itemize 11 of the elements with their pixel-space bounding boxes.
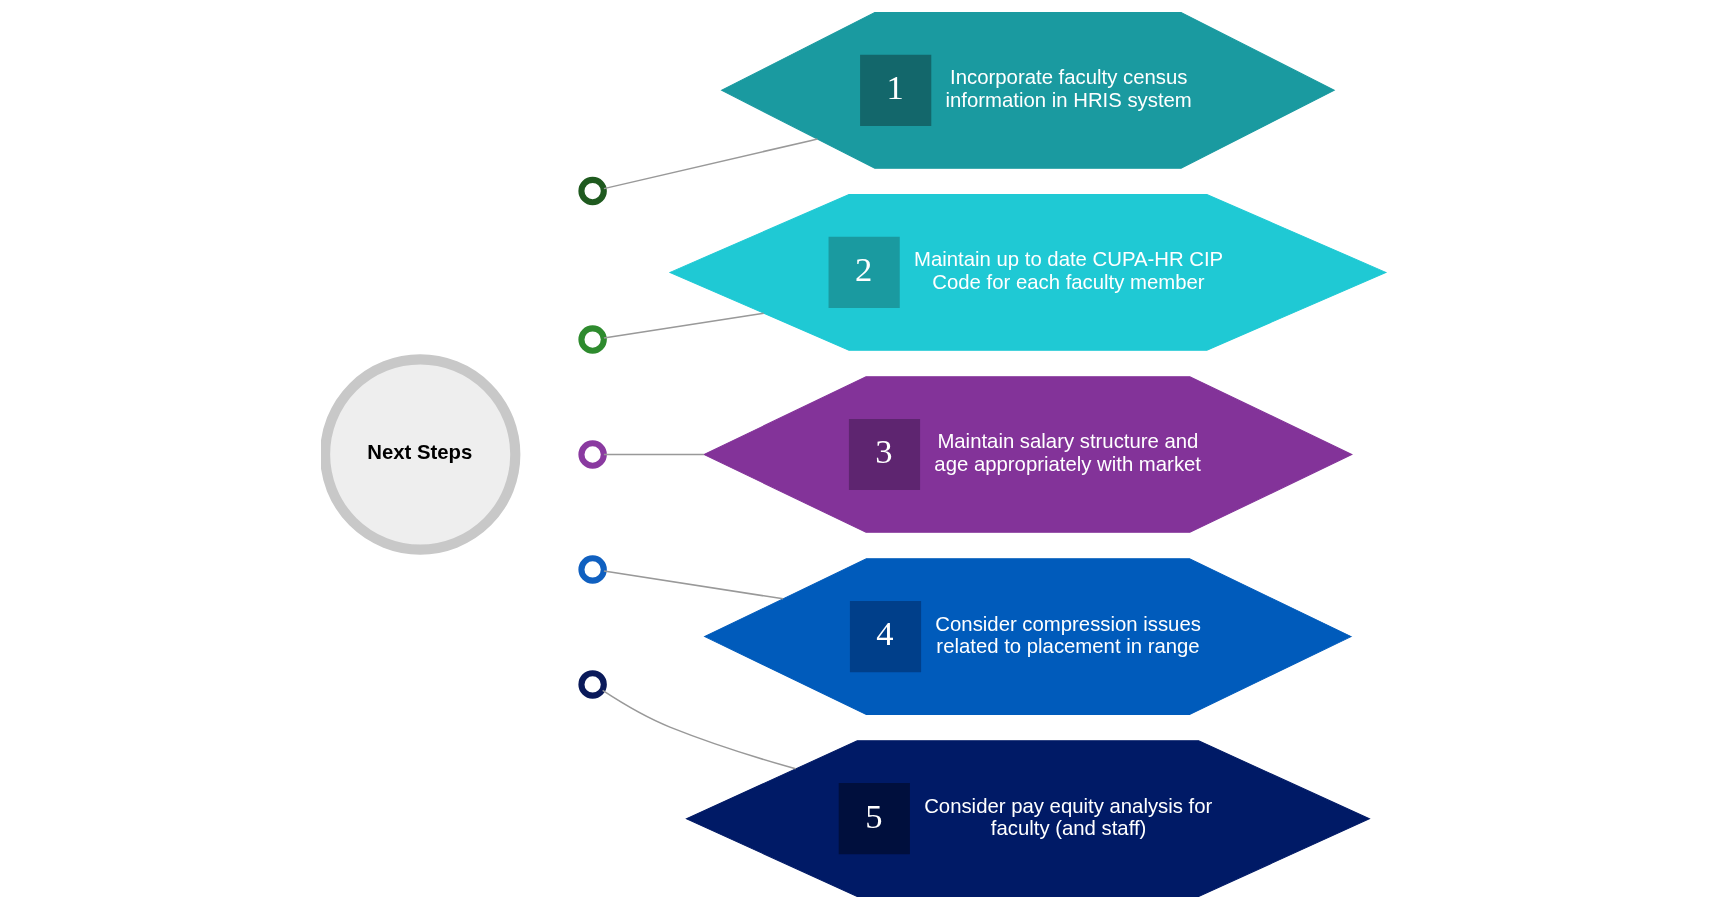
connector — [602, 570, 784, 600]
node-circle — [577, 325, 607, 354]
connector — [602, 453, 705, 456]
node-circle — [577, 555, 607, 584]
node-circle — [577, 670, 607, 699]
node-circle — [577, 440, 607, 469]
node-circle — [577, 176, 607, 206]
connector — [602, 312, 765, 339]
connector — [601, 689, 796, 770]
node-circle: Next Steps — [320, 354, 520, 555]
connector — [602, 138, 818, 190]
